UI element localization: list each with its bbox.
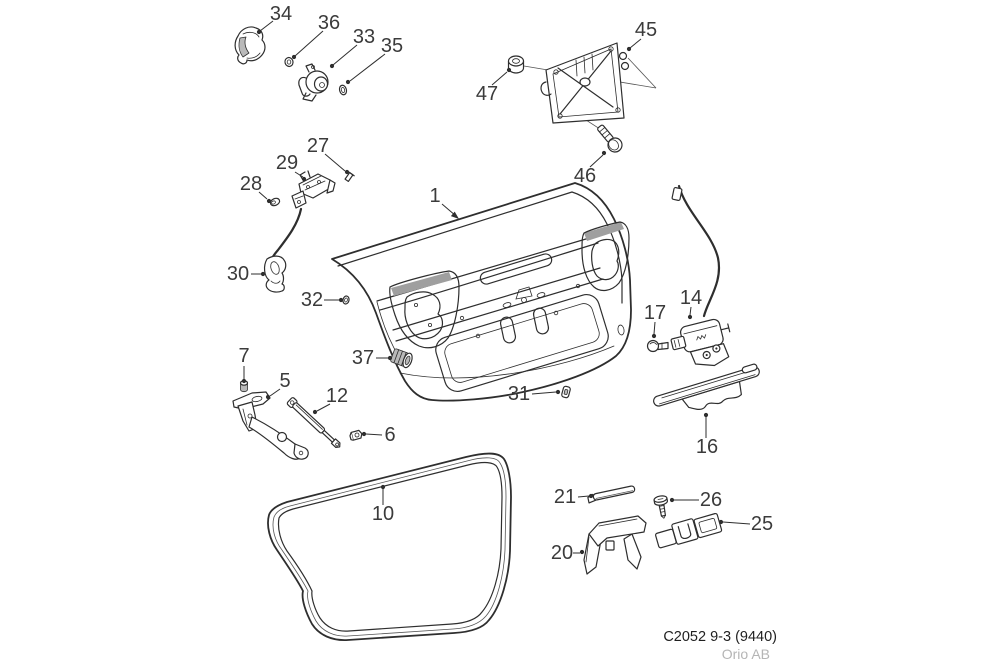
part-number-47: 47: [476, 83, 498, 105]
part-35-o-ring-drawing: [338, 84, 348, 96]
part-30-hook-drawing: [263, 255, 287, 293]
callout-27: 27: [307, 135, 350, 175]
part-number-10: 10: [372, 503, 394, 525]
part-number-21: 21: [554, 486, 576, 508]
part-20-bracket-cover-drawing: [583, 515, 647, 575]
callout-29: 29: [276, 152, 307, 182]
part-number-7: 7: [238, 345, 249, 367]
callout-20: 20: [551, 542, 585, 564]
part-26-screw-drawing: [653, 495, 669, 519]
part-46-bolt-drawing: [597, 124, 623, 153]
callout-34: 34: [256, 3, 292, 35]
part-45-plate-bracket-drawing: [540, 42, 630, 124]
callout-17: 17: [644, 302, 666, 339]
callout-21: 21: [554, 486, 594, 508]
callout-36: 36: [291, 12, 340, 60]
part-number-17: 17: [644, 302, 666, 324]
part-31-grommet-drawing: [561, 385, 571, 399]
part-number-12: 12: [326, 385, 348, 407]
drawing-code: C2052 9-3 (9440): [663, 629, 777, 645]
part-number-27: 27: [307, 135, 329, 157]
leader-arrow: [450, 211, 459, 219]
part-number-16: 16: [696, 436, 718, 458]
part-number-6: 6: [384, 424, 395, 446]
callout-47: 47: [476, 67, 512, 105]
callout-10: 10: [372, 484, 394, 525]
callout-33: 33: [329, 26, 375, 69]
callout-1: 1: [429, 185, 459, 219]
callout-7: 7: [238, 345, 250, 384]
footer: C2052 9-3 (9440) Orio AB: [663, 629, 777, 662]
part-number-5: 5: [279, 370, 290, 392]
part-37-plug-drawing: [390, 348, 413, 369]
callout-32: 32: [301, 289, 344, 311]
part-10-weatherstrip-drawing: [267, 452, 512, 641]
part-number-1: 1: [429, 185, 440, 207]
part-25-striker-blocks-drawing: [655, 512, 723, 549]
callout-37: 37: [352, 347, 393, 369]
part-33-lock-motor-drawing: [298, 63, 329, 102]
part-number-25: 25: [751, 513, 773, 535]
part-number-46: 46: [574, 165, 596, 187]
callout-28: 28: [240, 173, 272, 204]
part-number-29: 29: [276, 152, 298, 174]
callout-45: 45: [626, 19, 657, 52]
callout-25: 25: [718, 513, 773, 535]
part-21-pin-drawing: [587, 485, 636, 504]
callout-5: 5: [265, 370, 291, 400]
callout-31: 31: [508, 383, 561, 405]
part-number-28: 28: [240, 173, 262, 195]
part-number-20: 20: [551, 542, 573, 564]
part-27-screw-drawing: [344, 171, 355, 183]
part-1-trunk-lid-drawing: [331, 182, 632, 402]
part-number-45: 45: [635, 19, 657, 41]
part-number-32: 32: [301, 289, 323, 311]
part-number-31: 31: [508, 383, 530, 405]
part-34-lock-cover-drawing: [234, 26, 266, 65]
part-number-35: 35: [381, 35, 403, 57]
part-number-33: 33: [353, 26, 375, 48]
callout-30: 30: [227, 263, 266, 285]
part-14-lock-latch-drawing: [670, 318, 731, 367]
part-32-grommet-drawing: [342, 295, 350, 305]
part-number-26: 26: [700, 489, 722, 511]
release-cable-14-drawing: [671, 184, 721, 318]
callout-26: 26: [669, 489, 722, 511]
callout-12: 12: [312, 385, 348, 415]
part-6-clip-drawing: [349, 429, 363, 441]
part-12-gas-strut-drawing: [286, 397, 341, 448]
part-17-screw-drawing: [646, 339, 669, 353]
part-29-release-switch-drawing: [291, 170, 336, 209]
callout-46: 46: [574, 150, 607, 187]
part-28-clip-drawing: [269, 197, 281, 207]
part-number-36: 36: [318, 12, 340, 34]
callout-16: 16: [696, 412, 718, 458]
part-36-grommet-drawing: [284, 56, 294, 68]
part-5-hinge-drawing: [232, 391, 309, 460]
part-16-striker-trim-drawing: [653, 363, 760, 410]
callout-14: 14: [680, 287, 702, 320]
callout-35: 35: [345, 35, 403, 85]
part-number-37: 37: [352, 347, 374, 369]
part-number-30: 30: [227, 263, 249, 285]
part-number-14: 14: [680, 287, 702, 309]
callout-6: 6: [361, 424, 396, 446]
publisher-name: Orio AB: [722, 646, 770, 662]
part-number-34: 34: [270, 3, 292, 25]
